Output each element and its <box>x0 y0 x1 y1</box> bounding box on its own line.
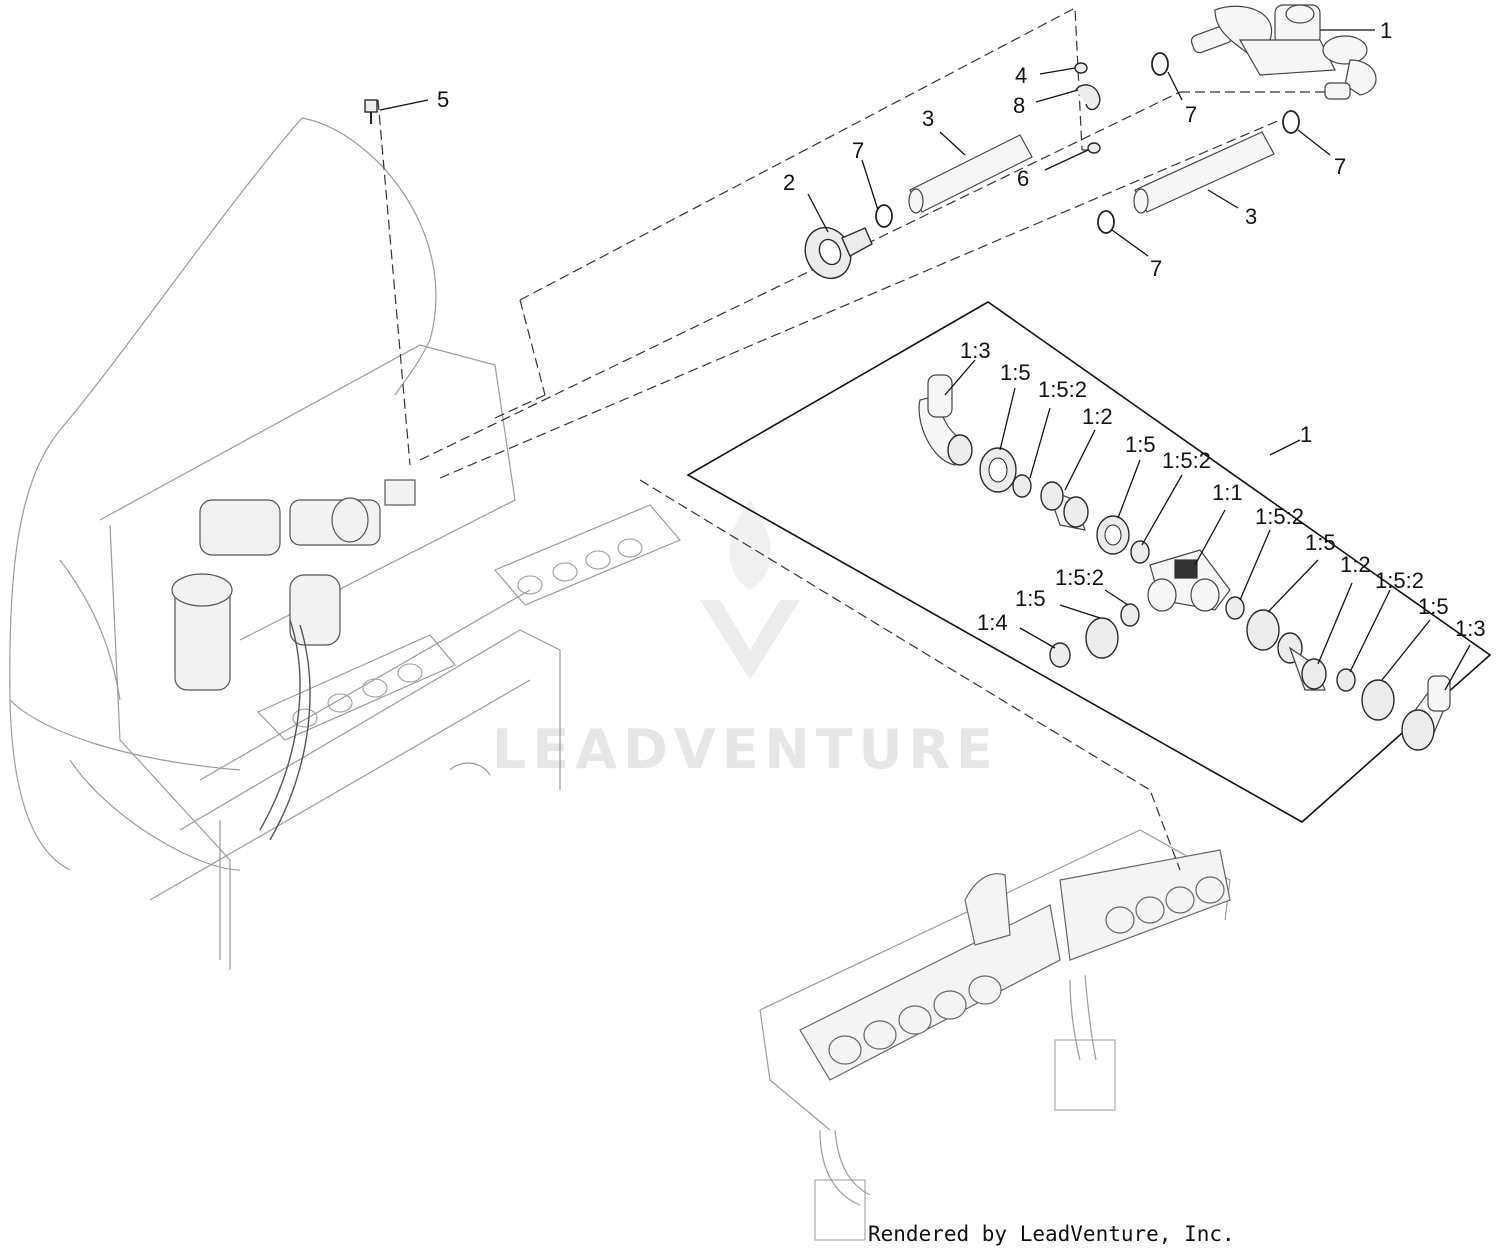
callout-7-b: 7 <box>1185 102 1197 127</box>
hose-clamps <box>875 52 1300 234</box>
callout-1-3-lower: 1:3 <box>1455 616 1486 641</box>
callout-5: 5 <box>437 87 449 112</box>
top-leaders <box>379 29 1375 257</box>
boom-assembly <box>759 829 1231 1241</box>
callout-1-5-2-a: 1:5:2 <box>1038 377 1087 402</box>
callout-2: 2 <box>783 170 795 195</box>
fasteners <box>364 62 1101 154</box>
detail-callouts: 1:3 1:5 1:5:2 1:2 1:5 1:5:2 1:1 1:5:2 1:… <box>960 338 1486 641</box>
detail-leaders <box>944 359 1471 691</box>
callout-1-5-2-b: 1:5:2 <box>1162 448 1211 473</box>
callout-1-3-upper: 1:3 <box>960 338 991 363</box>
callout-1-5-2-d: 1:5:2 <box>1375 568 1424 593</box>
callout-8: 8 <box>1013 93 1025 118</box>
callout-1-5-e: 1:5 <box>1015 586 1046 611</box>
projection-lines <box>377 7 1335 871</box>
watermark-text: LEADVENTURE <box>492 718 999 781</box>
callout-1-box: 1 <box>1300 422 1312 447</box>
callout-1-5-b: 1:5 <box>1125 432 1156 457</box>
callout-7-d: 7 <box>1150 256 1162 281</box>
callout-1-5-c: 1:5 <box>1305 530 1336 555</box>
callout-3-right: 3 <box>1245 204 1257 229</box>
callout-1-2-b: 1:2 <box>1340 552 1371 577</box>
watermark: LEADVENTURE <box>492 500 999 781</box>
callout-1-5-a: 1:5 <box>1000 360 1031 385</box>
valve-assembly-top <box>1190 4 1377 100</box>
watermark-logo-icon <box>700 600 800 680</box>
top-parts <box>364 4 1377 280</box>
callout-1-5-2-c: 1:5:2 <box>1255 504 1304 529</box>
callout-1-top: 1 <box>1380 18 1392 43</box>
top-callouts: 1 2 3 3 4 5 6 7 7 7 7 8 <box>437 18 1392 281</box>
callout-4: 4 <box>1015 63 1027 88</box>
callout-3-left: 3 <box>922 106 934 131</box>
detail-parts-lower <box>1049 596 1451 751</box>
callout-7-c: 7 <box>1334 154 1346 179</box>
callout-1-4: 1:4 <box>977 610 1008 635</box>
render-credit: Rendered by LeadVenture, Inc. <box>868 1222 1235 1246</box>
detail-box-frame <box>686 301 1492 823</box>
machine-left-assembly <box>9 117 681 970</box>
callout-1-1: 1:1 <box>1212 480 1243 505</box>
callout-1-5-2-e: 1:5:2 <box>1055 565 1104 590</box>
detail-box: 1 <box>686 301 1492 823</box>
detail-parts-upper <box>918 374 1150 564</box>
flange-fitting <box>804 226 873 280</box>
watermark-flame-icon <box>729 500 771 590</box>
callout-1-2-a: 1:2 <box>1082 404 1113 429</box>
hoses <box>908 131 1275 214</box>
callout-7-a: 7 <box>852 138 864 163</box>
detail-tee-body <box>1147 549 1231 612</box>
callout-6: 6 <box>1017 166 1029 191</box>
callout-1-5-d: 1:5 <box>1418 594 1449 619</box>
